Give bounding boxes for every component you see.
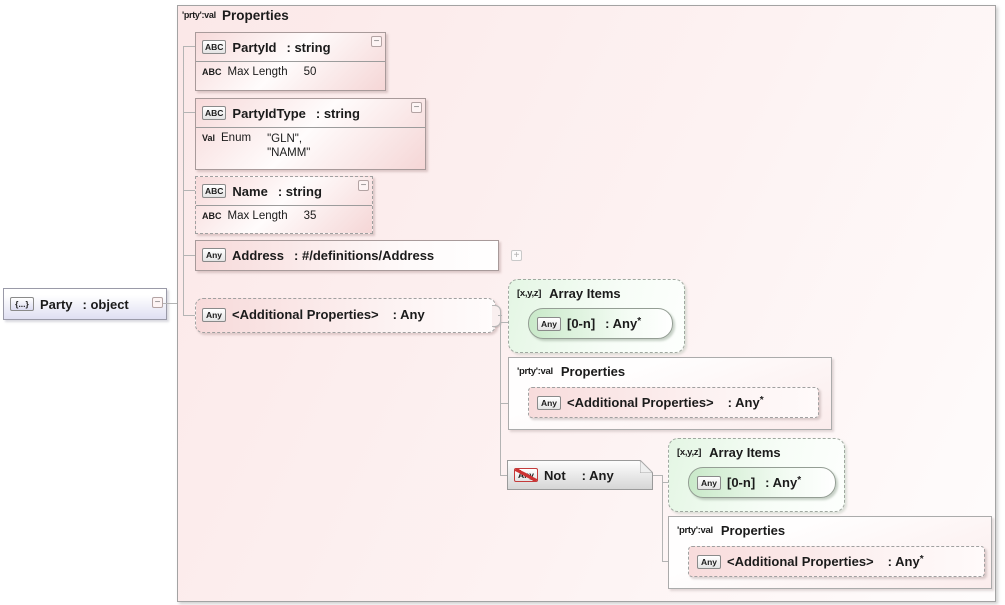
facet-maxlength: ABC Max Length 35 — [196, 206, 372, 224]
object-icon: {...} — [10, 297, 34, 311]
enum-value: "GLN", — [267, 133, 303, 145]
node-array-item-type: : Any* — [605, 316, 642, 331]
string-icon: ABC — [202, 106, 227, 120]
node-name-header[interactable]: ABC Name : string — [196, 177, 372, 206]
connector-line — [500, 475, 507, 476]
facet-icon: Val — [202, 133, 216, 143]
node-array-item-label: [0-n] — [727, 475, 756, 490]
connector-line — [653, 475, 662, 476]
facet-value: 35 — [303, 210, 317, 222]
facet-icon: ABC — [202, 211, 222, 221]
node-not-label: Not — [544, 467, 566, 483]
group-properties-title: Properties — [560, 363, 626, 379]
string-icon: ABC — [202, 184, 227, 198]
connector-line — [183, 315, 195, 316]
enum-value: "NAMM" — [267, 147, 311, 159]
any-icon: Any — [697, 554, 721, 569]
string-icon: ABC — [202, 40, 227, 54]
node-additional-properties-type: : Any* — [727, 395, 764, 410]
node-partyidtype-label: PartyIdType — [232, 105, 306, 121]
node-party-type: : object — [82, 296, 129, 312]
any-icon: Any — [697, 475, 721, 490]
connector-line — [183, 255, 195, 256]
node-additional-properties-any[interactable]: Any <Additional Properties> : Any* — [528, 387, 819, 418]
node-name-type: : string — [277, 183, 322, 199]
any-icon: Any — [537, 395, 561, 410]
node-partyidtype-type: : string — [315, 105, 360, 121]
node-partyidtype-header[interactable]: ABC PartyIdType : string — [196, 99, 425, 128]
node-array-item-type: : Any* — [765, 475, 802, 490]
node-additional-properties-type: : Any — [392, 307, 425, 322]
node-partyidtype[interactable]: ABC PartyIdType : string Val Enum "GLN",… — [195, 98, 426, 170]
node-name[interactable]: ABC Name : string ABC Max Length 35 − — [195, 176, 373, 234]
node-address-header[interactable]: Any Address : #/definitions/Address — [196, 241, 498, 269]
node-additional-properties-header[interactable]: Any <Additional Properties> : Any — [196, 299, 495, 330]
prty-val-icon: 'prty':val — [517, 365, 553, 377]
properties-container-title: Properties — [222, 8, 289, 23]
array-icon: [x,y,z] — [517, 287, 542, 299]
connector-line — [183, 46, 195, 47]
facet-value: 50 — [303, 66, 317, 78]
folded-corner — [640, 460, 653, 473]
collapse-toggle-partyid[interactable]: − — [371, 36, 382, 47]
node-array-item-not[interactable]: Any [0-n] : Any* — [688, 467, 836, 498]
expand-toggle-address[interactable]: + — [511, 250, 522, 261]
node-address[interactable]: Any Address : #/definitions/Address — [195, 240, 499, 271]
collapse-toggle-partyidtype[interactable]: − — [411, 102, 422, 113]
node-party-label: Party — [40, 296, 73, 312]
node-partyid[interactable]: ABC PartyId : string ABC Max Length 50 − — [195, 32, 386, 91]
connector-line — [183, 46, 184, 315]
node-additional-properties[interactable]: Any <Additional Properties> : Any — [195, 298, 496, 333]
node-additional-properties-label: <Additional Properties> — [232, 307, 379, 322]
any-icon: Any — [202, 248, 226, 262]
group-array-items-title: Array Items — [549, 285, 621, 301]
node-address-label: Address — [232, 247, 285, 263]
node-additional-properties-label: <Additional Properties> — [567, 395, 714, 410]
node-name-label: Name — [232, 183, 268, 199]
facet-label: Max Length — [227, 210, 288, 222]
facet-enum: Val Enum "GLN", "NAMM" — [196, 128, 425, 162]
facet-label: Max Length — [227, 66, 288, 78]
node-additional-properties-not[interactable]: Any <Additional Properties> : Any* — [688, 546, 985, 577]
node-partyid-label: PartyId — [232, 39, 277, 55]
not-any-icon: Any — [514, 468, 538, 482]
node-array-item-label: [0-n] — [567, 316, 596, 331]
connector-line — [163, 303, 183, 304]
node-partyid-header[interactable]: ABC PartyId : string — [196, 33, 385, 62]
node-partyid-type: : string — [286, 39, 331, 55]
connector-line — [183, 190, 195, 191]
node-additional-properties-type: : Any* — [887, 554, 924, 569]
facet-label: Enum — [221, 132, 252, 144]
node-array-item-any[interactable]: Any [0-n] : Any* — [528, 308, 673, 339]
connector-line — [662, 475, 663, 562]
group-properties-title: Properties — [720, 522, 786, 538]
facet-maxlength: ABC Max Length 50 — [196, 62, 385, 80]
any-icon: Any — [537, 316, 561, 331]
collapse-toggle-name[interactable]: − — [358, 180, 369, 191]
prty-val-icon: 'prty':val — [677, 524, 713, 536]
node-not-type: : Any — [581, 467, 614, 483]
facet-icon: ABC — [202, 67, 222, 77]
node-address-type: : #/definitions/Address — [294, 247, 435, 263]
array-icon: [x,y,z] — [677, 446, 702, 458]
connector-line — [500, 315, 501, 476]
facet-enum-values: "GLN", "NAMM" — [267, 132, 310, 160]
node-not[interactable]: Any Not : Any — [507, 460, 653, 490]
node-party[interactable]: {...} Party : object — [3, 288, 167, 320]
node-additional-properties-label: <Additional Properties> — [727, 554, 874, 569]
prty-val-icon: 'prty':val — [182, 10, 216, 20]
any-icon: Any — [202, 307, 226, 322]
connector-line — [183, 112, 195, 113]
group-array-items-title: Array Items — [709, 444, 781, 460]
collapse-toggle-party[interactable]: − — [152, 297, 163, 308]
